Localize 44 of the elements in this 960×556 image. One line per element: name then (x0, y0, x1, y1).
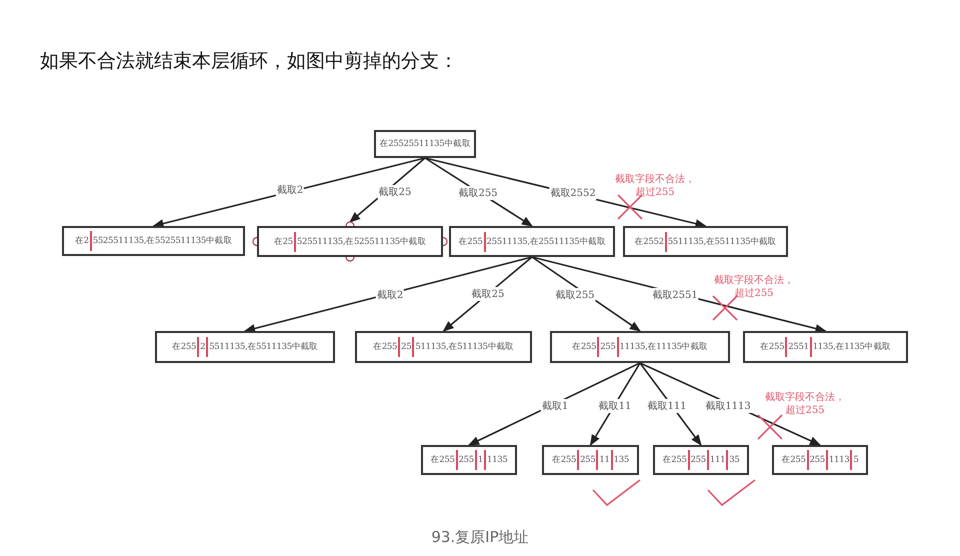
process-box (623, 226, 788, 257)
edge-label: 截取25 (378, 185, 412, 199)
edge-label: 截取255 (457, 186, 499, 200)
edge-label: 截取2552 (549, 186, 597, 200)
edge-label: 截取11 (598, 399, 632, 413)
box-text: 在2552 5511135,在5511135中截取 (634, 232, 778, 252)
edge-label: 截取1 (540, 399, 570, 413)
warning-note: 截取字段不合法，超过255 (764, 391, 846, 417)
box-text: 在25 525511135,在525511135中截取 (272, 232, 428, 252)
process-box (355, 331, 532, 363)
edge-label: 截取2 (276, 183, 304, 197)
edge-label: 截取2551 (651, 288, 699, 302)
arrow (152, 157, 426, 228)
box-text: 在255 25511135,在25511135中截取 (458, 232, 606, 252)
edge-label: 截取2 (376, 288, 404, 302)
process-box (772, 445, 868, 475)
process-box (550, 331, 730, 363)
arrow (244, 256, 532, 333)
warning-note: 截取字段不合法，超过255 (713, 274, 795, 300)
box-text: 在255 2 5511135,在5511135中截取 (171, 337, 319, 357)
edge-label: 截取111 (646, 399, 688, 413)
edge-label: 截取255 (554, 288, 596, 302)
process-box (743, 331, 908, 363)
box-text: 在255 25 511135,在511135中截取 (372, 337, 515, 357)
box-text: 在255 2551 1135,在1135中截取 (759, 337, 892, 357)
process-box (421, 445, 517, 475)
process-box (449, 226, 615, 257)
process-box (155, 331, 335, 363)
warning-note: 截取字段不合法，超过255 (614, 173, 696, 199)
title: 如果不合法就结束本层循环，如图中剪掉的分支： (40, 49, 458, 74)
box-text: 在255 255 11135,在11135中截取 (571, 337, 709, 357)
box-text: 在255 255 1 1135 (430, 450, 508, 470)
process-box (653, 445, 749, 475)
box-text: 在255 255 11 135 (551, 450, 630, 470)
box-text: 在255 255 1113 5 (780, 450, 860, 470)
box-text: 在2 5525511135,在5525511135中截取 (74, 231, 234, 251)
box-text: 在255 255 111 35 (662, 450, 740, 470)
caption: 93.复原IP地址 (430, 528, 530, 547)
process-box (62, 226, 245, 256)
box-text: 在25525511135中截取 (378, 138, 472, 151)
process-box (542, 445, 639, 475)
edge-label: 截取1113 (704, 399, 752, 413)
edge-label: 截取25 (470, 287, 506, 301)
process-box (374, 130, 476, 158)
